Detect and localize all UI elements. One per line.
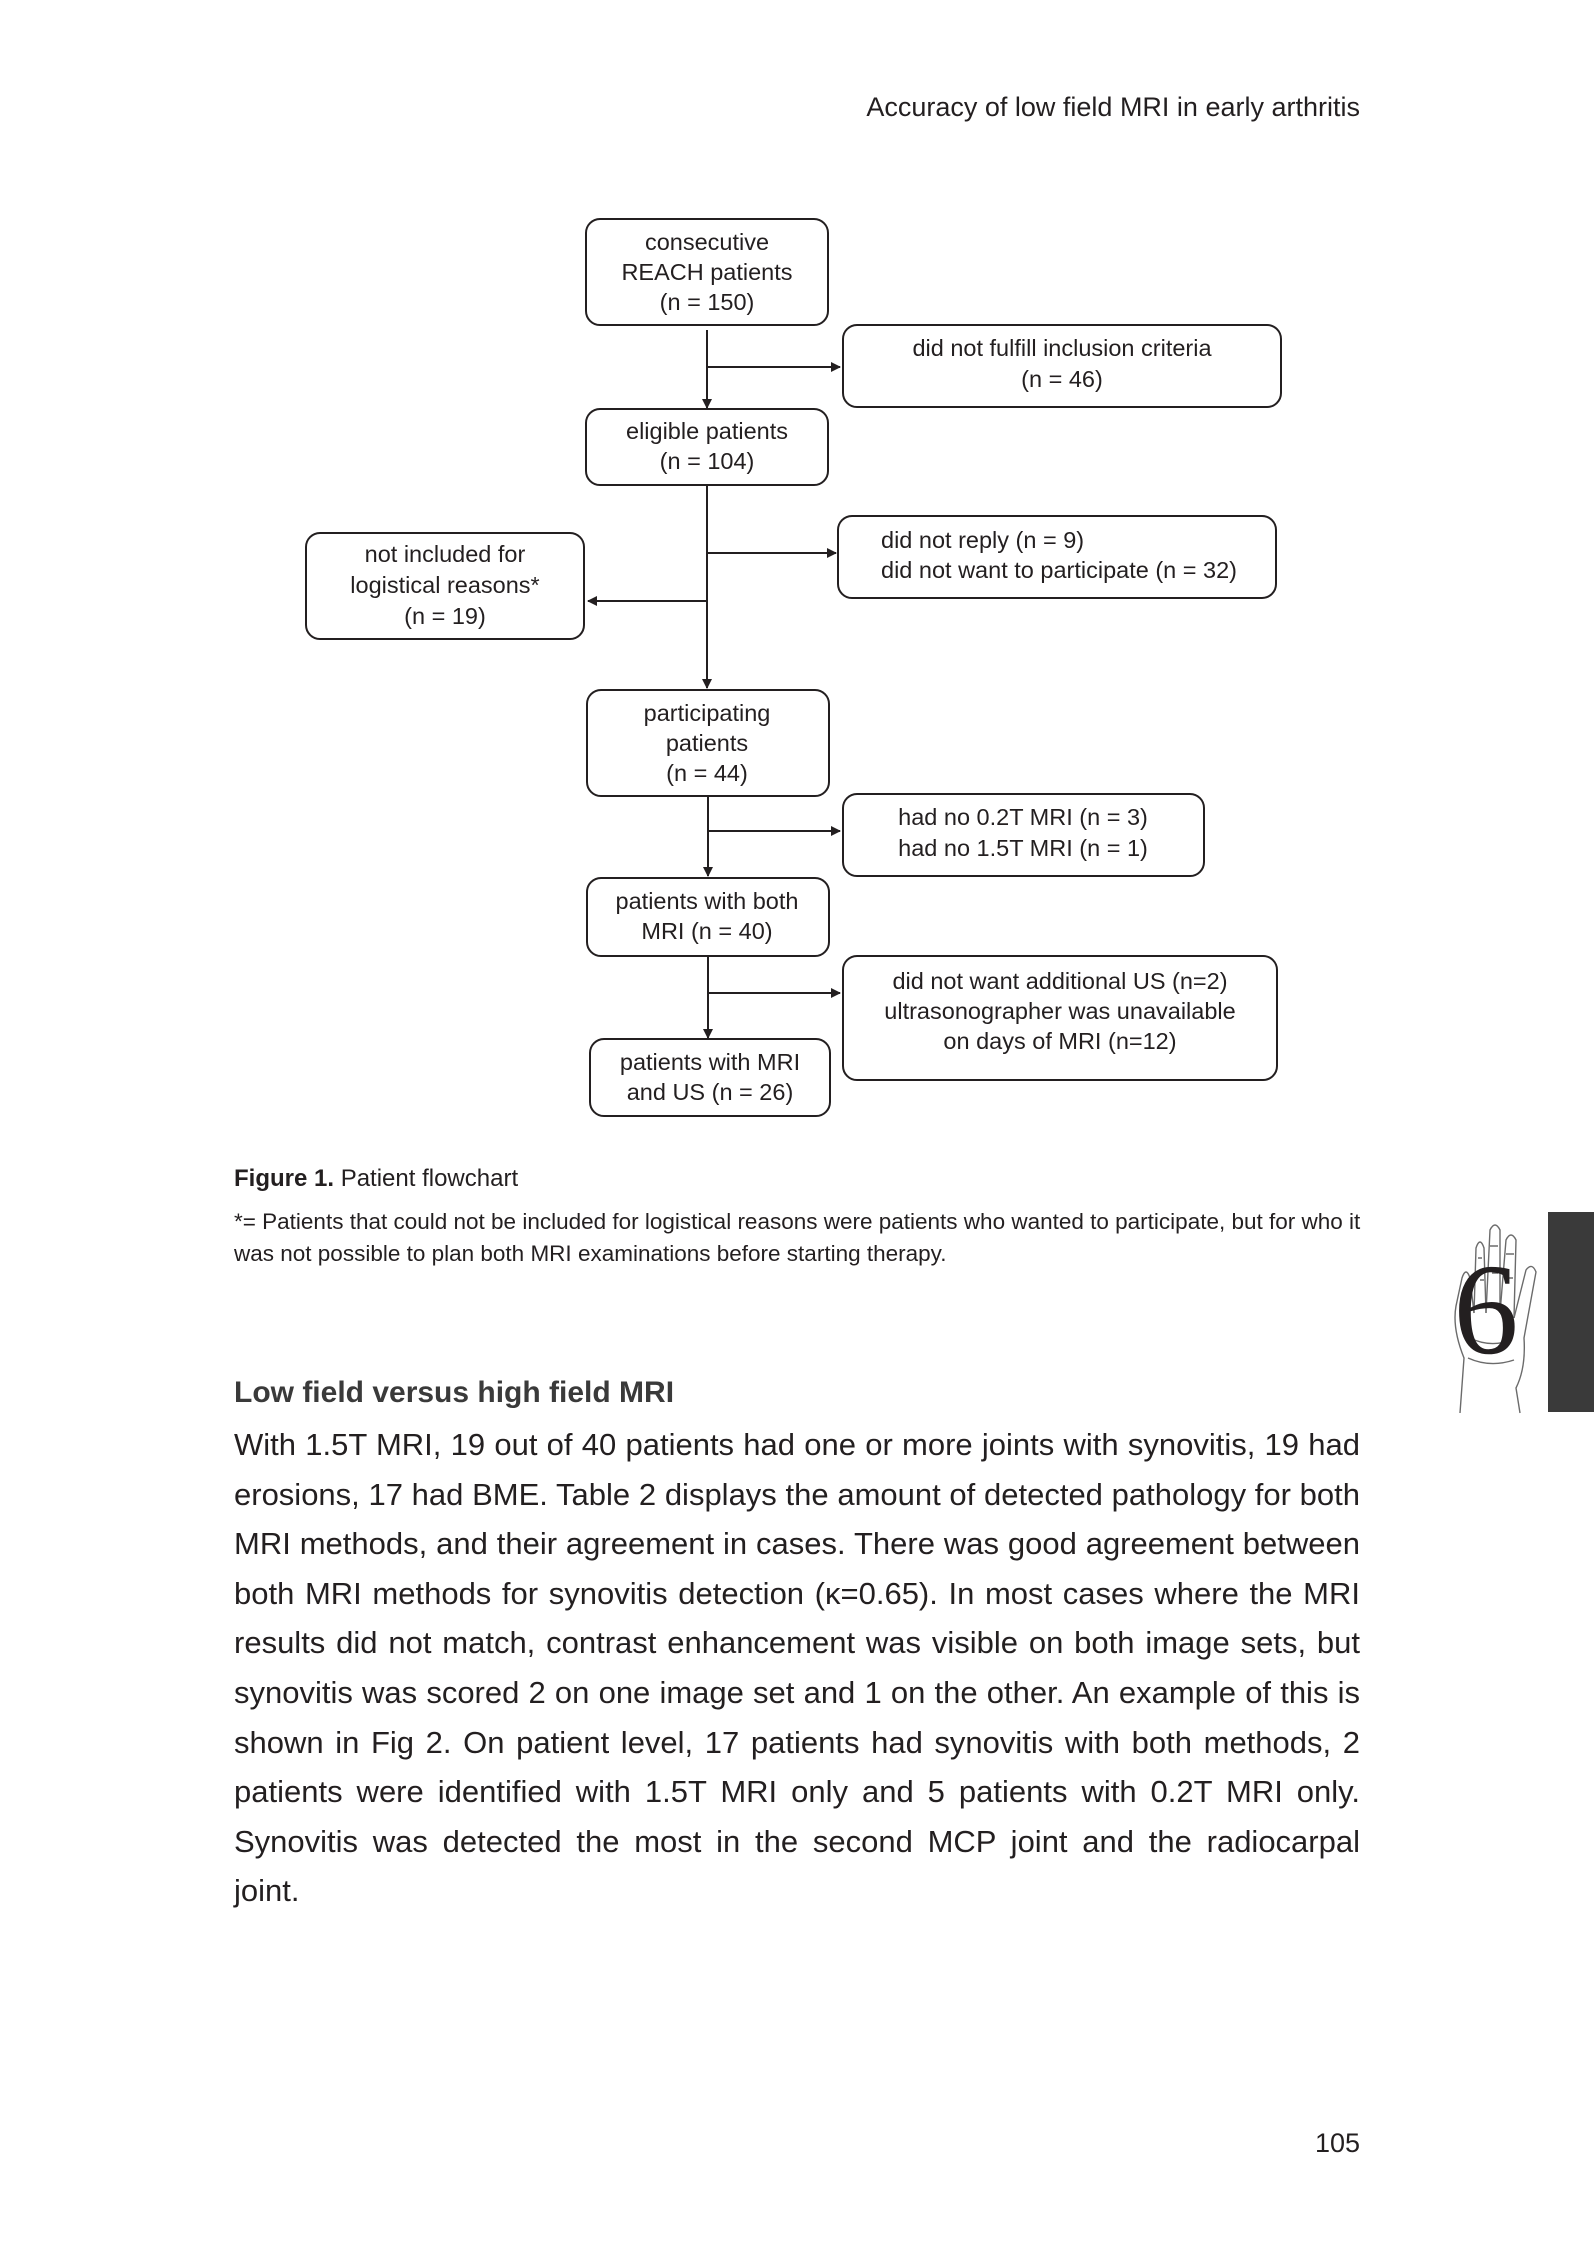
svg-text:not included for: not included for [365, 541, 526, 567]
figure-caption-text: Patient flowchart [334, 1165, 519, 1192]
svg-text:had no 0.2T MRI (n = 3): had no 0.2T MRI (n = 3) [898, 804, 1148, 830]
running-header: Accuracy of low field MRI in early arthr… [866, 92, 1360, 122]
svg-text:ultrasonographer was unavailab: ultrasonographer was unavailable [884, 998, 1235, 1024]
svg-text:(n = 44): (n = 44) [666, 760, 748, 786]
body-paragraph: With 1.5T MRI, 19 out of 40 patients had… [234, 1427, 1360, 1909]
figure-label: Figure 1. [234, 1165, 335, 1192]
node-no-mri: had no 0.2T MRI (n = 3) had no 1.5T MRI … [842, 793, 1205, 877]
node-eligible-patients: eligible patients (n = 104) [585, 408, 829, 486]
chapter-thumb-tab [1548, 1212, 1594, 1412]
page-number: 105 [1314, 2128, 1360, 2158]
patient-flowchart: consecutive REACH patients (n = 150) did… [305, 218, 1282, 1117]
node-participating-patients: participating patients (n = 44) [586, 689, 830, 797]
svg-text:did not want to participate (n: did not want to participate (n = 32) [881, 557, 1237, 583]
figure-caption: Figure 1. Patient flowchart [234, 1163, 1360, 1195]
section-heading: Low field versus high field MRI [234, 1376, 675, 1409]
svg-text:did not reply (n = 9): did not reply (n = 9) [881, 527, 1084, 553]
svg-text:had no 1.5T MRI (n = 1): had no 1.5T MRI (n = 1) [898, 835, 1148, 861]
node-patients-mri-us: patients with MRI and US (n = 26) [589, 1038, 831, 1117]
node-consecutive-patients: consecutive REACH patients (n = 150) [585, 218, 829, 326]
node-inclusion-criteria: did not fulfill inclusion criteria (n = … [842, 324, 1282, 408]
hand-skeleton-icon [1454, 1224, 1537, 1414]
svg-text:logistical reasons*: logistical reasons* [350, 572, 539, 598]
svg-text:patients with MRI: patients with MRI [620, 1049, 800, 1075]
svg-text:REACH patients: REACH patients [621, 259, 792, 285]
svg-text:did not fulfill inclusion crit: did not fulfill inclusion criteria [912, 335, 1212, 361]
svg-text:(n = 19): (n = 19) [404, 603, 486, 629]
svg-text:consecutive: consecutive [645, 229, 769, 255]
svg-text:(n = 150): (n = 150) [660, 289, 755, 315]
svg-text:patients: patients [666, 730, 748, 756]
figure-footnote: *= Patients that could not be included f… [234, 1209, 1361, 1266]
svg-text:on days of MRI (n=12): on days of MRI (n=12) [943, 1028, 1176, 1054]
chapter-number: 6 [1453, 1238, 1519, 1382]
node-no-additional-us: did not want additional US (n=2) ultraso… [842, 955, 1278, 1081]
svg-text:and US (n = 26): and US (n = 26) [627, 1079, 794, 1105]
svg-text:did not want additional US (n=: did not want additional US (n=2) [892, 968, 1227, 994]
svg-text:(n = 46): (n = 46) [1021, 366, 1103, 392]
node-patients-both-mri: patients with both MRI (n = 40) [586, 877, 830, 957]
svg-text:participating: participating [644, 700, 771, 726]
svg-text:eligible patients: eligible patients [626, 418, 788, 444]
svg-text:MRI (n = 40): MRI (n = 40) [641, 918, 772, 944]
node-did-not-reply: did not reply (n = 9) did not want to pa… [837, 515, 1277, 599]
svg-text:(n = 104): (n = 104) [660, 448, 755, 474]
svg-text:patients with both: patients with both [616, 888, 799, 914]
flowchart-connectors [587, 330, 841, 1039]
node-logistical-reasons: not included for logistical reasons* (n … [305, 532, 585, 640]
